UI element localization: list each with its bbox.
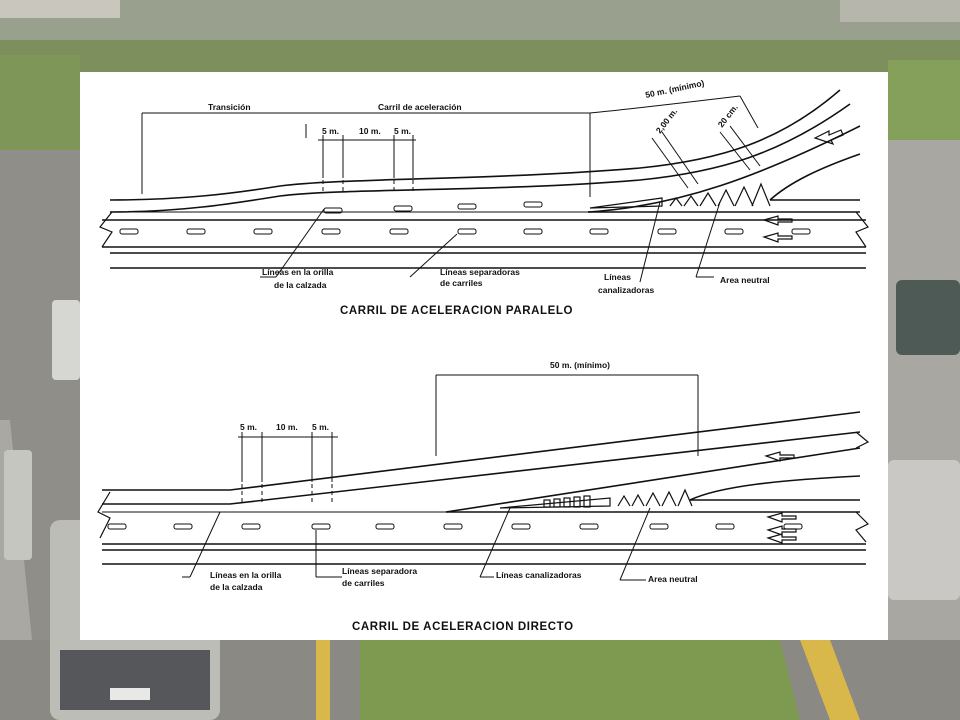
parallel-diagram-title: CARRIL DE ACELERACION PARALELO [340,305,573,317]
direct-acceleration-lane-diagram: 50 m. (mínimo) 5 m. 10 m. 5 m. Líneas en… [97,360,870,633]
neutral-area-label: Area neutral [648,574,698,584]
channel-lines-label-1: Líneas [604,272,631,282]
dim-5m-label-1: 5 m. [240,422,257,432]
min-length-label: 50 m. (mínimo) [644,78,705,100]
accel-lane-label: Carril de aceleración [378,102,462,112]
separator-lines-label-1: Líneas separadoras [440,267,520,277]
dim-5m-label-2: 5 m. [394,126,411,136]
dim-10m-label: 10 m. [276,422,298,432]
edge-lines-label-2: de la calzada [274,280,327,290]
direct-diagram-title: CARRIL DE ACELERACION DIRECTO [352,621,574,633]
separator-lines-label-1: Líneas separadora [342,566,417,576]
separator-lines-label-2: de carriles [342,578,385,588]
channel-lines-label-2: canalizadoras [598,285,654,295]
diagram-panel: Transición Carril de aceleración 50 m. (… [80,72,888,640]
min-length-label: 50 m. (mínimo) [550,360,610,370]
edge-lines-label-1: Líneas en la orilla [262,267,334,277]
dim-10m-label: 10 m. [359,126,381,136]
edge-lines-label-1: Líneas en la orilla [210,570,282,580]
dim-5m-label-2: 5 m. [312,422,329,432]
edge-lines-label-2: de la calzada [210,582,263,592]
stripe-width-label: 20 cm. [716,102,740,129]
transition-label: Transición [208,102,251,112]
acceleration-lane-diagrams: Transición Carril de aceleración 50 m. (… [97,78,870,633]
separator-lines-label-2: de carriles [440,278,483,288]
parallel-acceleration-lane-diagram: Transición Carril de aceleración 50 m. (… [99,78,869,317]
neutral-area-label: Area neutral [720,275,770,285]
lane-width-label: 2,00 m. [654,106,680,135]
dim-5m-label-1: 5 m. [322,126,339,136]
channel-lines-label: Líneas canalizadoras [496,570,582,580]
